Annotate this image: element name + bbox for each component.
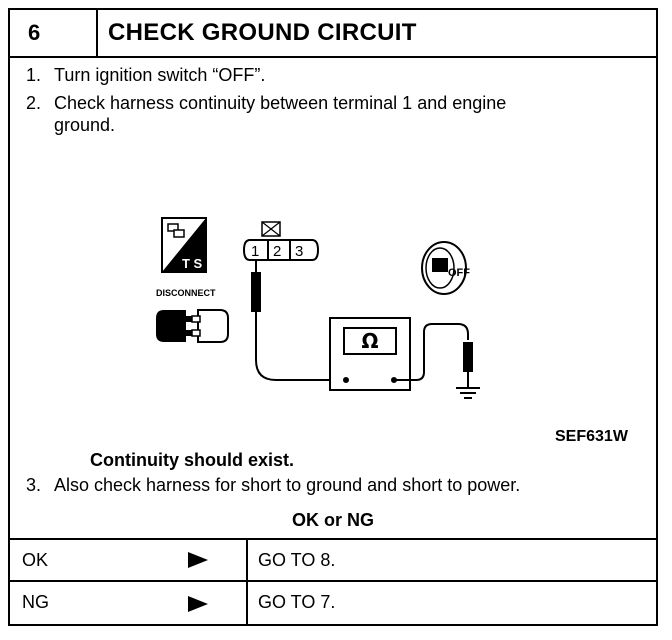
ts-label: T S <box>182 256 203 271</box>
ground-symbol-icon <box>456 387 480 399</box>
instruction-number: 3. <box>26 475 42 495</box>
terminal-2: 2 <box>273 243 281 260</box>
instruction-number: 1. <box>26 65 42 85</box>
probe-terminal-1 <box>251 260 344 381</box>
continuity-requirement: Continuity should exist. <box>90 450 295 470</box>
result-row-ok: OK GO TO 8. <box>10 538 656 580</box>
terminal-3: 3 <box>295 243 303 260</box>
instruction-1: 1. Turn ignition switch “OFF”. <box>26 64 265 86</box>
result-action: GO TO 8. <box>258 550 336 570</box>
diagnostic-procedure-box: 6 CHECK GROUND CIRCUIT 1. Turn ignition s… <box>8 8 658 626</box>
result-action: GO TO 7. <box>258 592 336 612</box>
arrow-right-icon <box>188 552 208 568</box>
column-divider <box>246 540 248 580</box>
arrow-right-icon <box>188 596 208 612</box>
instruction-text: Also check harness for short to ground a… <box>54 475 521 495</box>
continuity-test-diagram: T S DISCONNECT 1 2 3 <box>156 217 480 399</box>
instruction-3: 3. Also check harness for short to ground… <box>26 474 520 496</box>
result-heading: OK or NG <box>291 510 374 530</box>
ohmmeter: Ω <box>329 317 411 391</box>
instruction-text: Check harness continuity between termina… <box>54 93 507 113</box>
column-divider <box>246 582 248 626</box>
terminal-1: 1 <box>251 243 259 260</box>
disconnect-connector-icon <box>156 309 229 343</box>
key-off-label: OFF <box>448 267 470 279</box>
figure-code: SEF631W <box>555 428 628 445</box>
instruction-text: Turn ignition switch “OFF”. <box>54 65 266 85</box>
result-label: NG <box>22 592 49 612</box>
step-header: 6 CHECK GROUND CIRCUIT <box>10 10 656 58</box>
probe-ground <box>396 323 473 388</box>
result-label: OK <box>22 550 49 570</box>
step-number: 6 <box>10 10 98 56</box>
result-row-ng: NG GO TO 7. <box>10 580 656 626</box>
ts-service-icon: T S <box>161 217 207 273</box>
instruction-text-continued: ground. <box>54 115 116 135</box>
harness-connector: 1 2 3 <box>242 221 320 261</box>
ignition-key-off-icon: OFF <box>421 241 470 295</box>
instruction-number: 2. <box>26 93 42 113</box>
disconnect-label: DISCONNECT <box>156 288 216 298</box>
ohm-symbol: Ω <box>361 329 378 353</box>
step-title: CHECK GROUND CIRCUIT <box>108 19 417 46</box>
instruction-2: 2. Check harness continuity between termi… <box>26 92 506 136</box>
